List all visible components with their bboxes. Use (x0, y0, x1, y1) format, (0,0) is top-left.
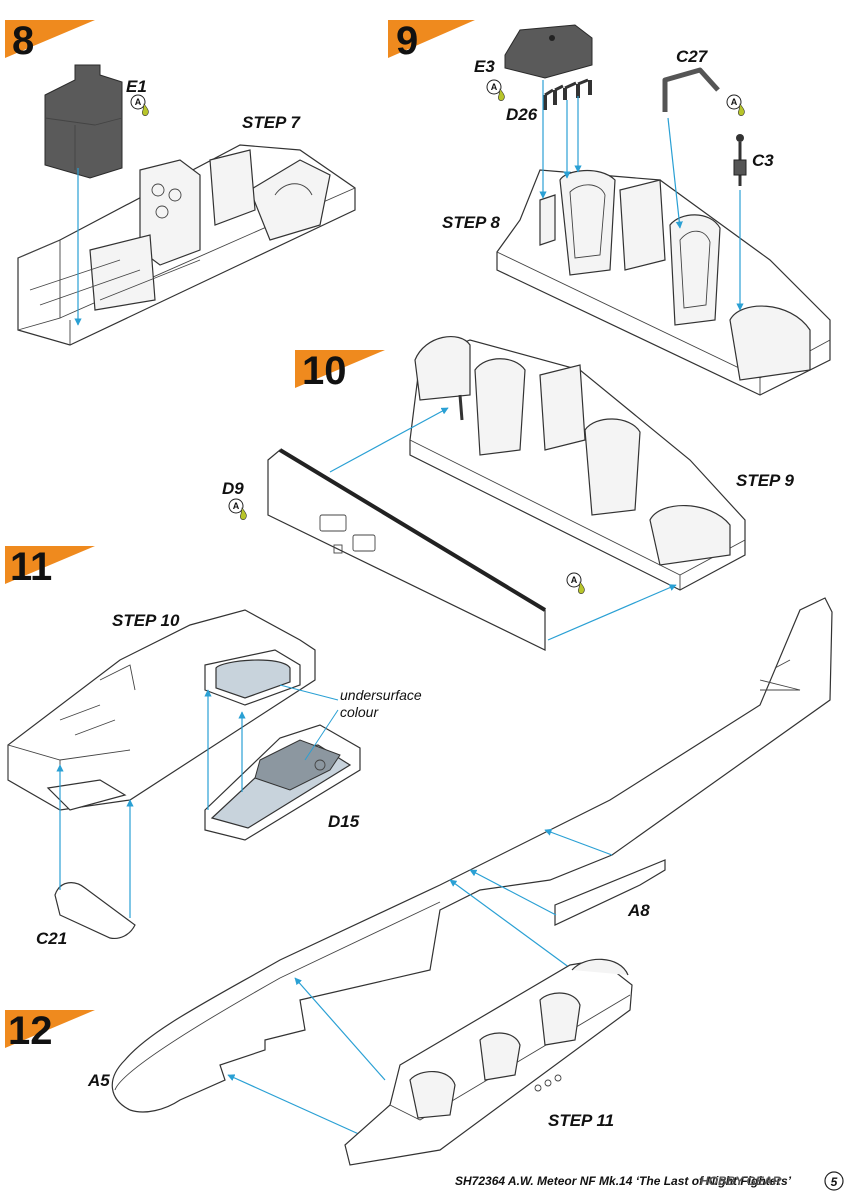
undersurface-note: undersurface colour (279, 684, 422, 761)
note-line-1: undersurface (340, 687, 422, 703)
step-11-label: STEP 11 (548, 1111, 614, 1130)
step-11-number: 11 (10, 545, 52, 589)
step-8-number: 8 (12, 19, 34, 63)
step-10-badge-shape (295, 350, 385, 388)
part-e1: E1 (44, 64, 149, 179)
step-10-badge: 10 (295, 349, 385, 393)
step-7-label: STEP 7 (242, 113, 301, 132)
footer: SH72364 A.W. Meteor NF Mk.14 ‘The Last o… (455, 1171, 844, 1191)
step-9-badge-shape (388, 20, 475, 58)
color-callout-a-icon (566, 572, 585, 595)
step-9-number: 9 (396, 19, 418, 63)
part-d26: D26 (506, 78, 592, 124)
page-number: 5 (831, 1175, 838, 1189)
part-c3: C3 (733, 134, 774, 186)
step-12-badge: 12 (5, 1009, 95, 1053)
step-9-label: STEP 9 (736, 471, 794, 490)
part-e3: E3 (474, 24, 593, 102)
fuselage-section-step-11 (7, 609, 316, 811)
color-callout-a-icon (228, 498, 247, 521)
step-9-badge: 9 (388, 19, 475, 63)
color-callout-a-icon (726, 94, 745, 117)
part-label-c27: C27 (676, 47, 709, 66)
footer-title: SH72364 A.W. Meteor NF Mk.14 ‘The Last o… (455, 1174, 792, 1188)
step-11-badge-shape (5, 546, 95, 584)
step-10-number: 10 (302, 349, 347, 393)
part-d15: D15 (204, 689, 361, 841)
part-label-e1: E1 (126, 77, 147, 96)
part-label-e3: E3 (474, 57, 495, 76)
page-number-circle (824, 1171, 844, 1191)
part-label-d26: D26 (506, 105, 538, 124)
part-label-c21: C21 (36, 929, 67, 948)
cockpit-assembly-step-12: STEP 11 (344, 958, 633, 1166)
cockpit-tub-step-8 (17, 144, 356, 346)
step-12-number: 12 (8, 1009, 53, 1053)
part-c27: C27 (662, 47, 745, 117)
color-callout-a-icon (486, 79, 505, 102)
note-line-2: colour (340, 704, 379, 720)
color-callout-a-icon (130, 94, 149, 117)
part-label-a5: A5 (87, 1071, 110, 1090)
part-d9: D9 (222, 407, 677, 651)
part-c21: C21 (36, 764, 136, 948)
step-8-label: STEP 8 (442, 213, 500, 232)
fuselage-half-step-12: A8 A5 (87, 597, 833, 1141)
part-label-a8: A8 (627, 901, 650, 920)
step-8-badge: 8 (5, 19, 95, 63)
part-label-d9: D9 (222, 479, 244, 498)
cockpit-assembly-step-10: STEP 9 (409, 336, 794, 591)
footer-brand: HOBBY GEAR (700, 1174, 781, 1188)
step-11-badge: 11 (5, 545, 95, 589)
step-12-badge-shape (5, 1010, 95, 1048)
cockpit-tub-step-9 (496, 80, 831, 396)
step-8-badge-shape (5, 20, 95, 58)
part-label-d15: D15 (328, 812, 360, 831)
step-10-label: STEP 10 (112, 611, 180, 630)
part-label-c3: C3 (752, 151, 774, 170)
